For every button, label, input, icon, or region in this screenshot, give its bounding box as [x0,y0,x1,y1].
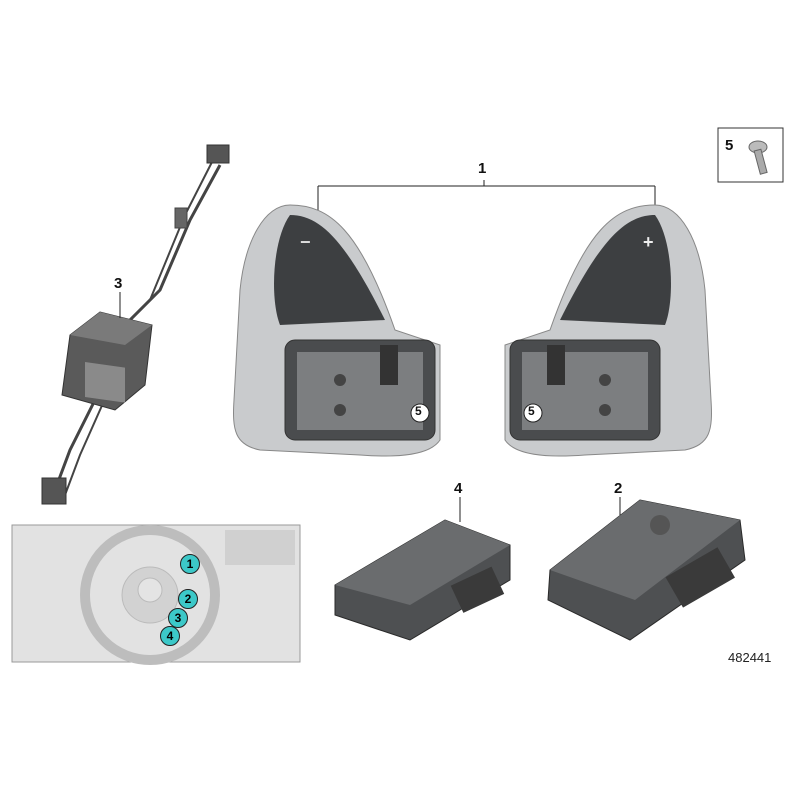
inset-marker-2: 2 [178,589,198,609]
callout-2: 2 [614,480,623,497]
callout-5-right: 5 [528,404,535,418]
callout-1: 1 [478,160,487,177]
wiring-harness [41,144,230,505]
callout-4: 4 [454,480,463,497]
callout-5: 5 [725,137,734,154]
inset-marker-3: 3 [168,608,188,628]
shift-paddle-left [233,204,441,457]
screw-icon [748,140,768,175]
control-module-2 [547,499,746,641]
control-module-3 [61,311,153,411]
inset-marker-1: 1 [180,554,200,574]
screw-box [717,127,784,183]
minus-symbol: − [300,232,311,252]
inset-marker-4: 4 [160,626,180,646]
control-module-4 [334,519,511,641]
steering-wheel-inset [11,524,301,665]
callout-3: 3 [114,275,123,292]
plus-symbol: + [643,232,654,252]
callout-bracket-1 [317,180,656,212]
diagram-id: 482441 [728,650,772,665]
callout-5-left: 5 [415,404,422,418]
shift-paddle-right [504,204,712,457]
